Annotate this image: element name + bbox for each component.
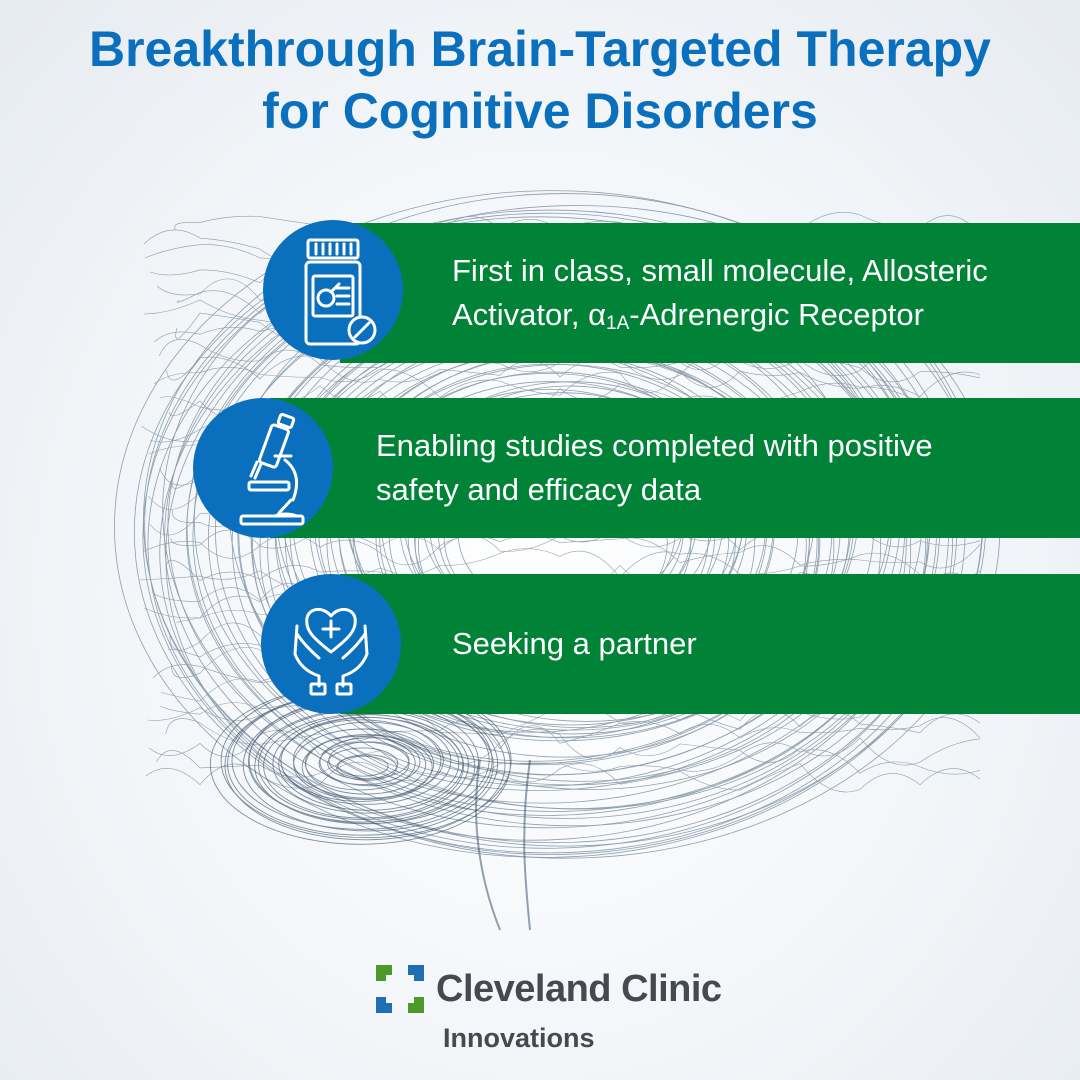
feature-band-1: First in class, small molecule, Alloster… (340, 223, 1080, 363)
cleveland-clinic-logo-icon (376, 965, 424, 1013)
feature-3-line-1: Seeking a partner (452, 626, 697, 661)
brand-subtitle: Innovations (443, 1023, 595, 1053)
title-line-2: for Cognitive Disorders (262, 83, 818, 139)
feature-1-line-2: Activator, α1A-Adrenergic Receptor (452, 297, 924, 334)
feature-text-3: Seeking a partner (452, 622, 697, 666)
feature-2-line-2: safety and efficacy data (376, 472, 702, 507)
feature-band-3: Seeking a partner (340, 574, 1080, 714)
feature-2-line-1: Enabling studies completed with positive (376, 428, 933, 463)
feature-band-2: Enabling studies completed with positive… (270, 398, 1080, 538)
page-title: Breakthrough Brain-Targeted Therapy for … (0, 18, 1080, 142)
feature-1-line-1: First in class, small molecule, Alloster… (452, 253, 988, 288)
medicine-bottle-icon (263, 220, 403, 360)
title-line-1: Breakthrough Brain-Targeted Therapy (88, 21, 991, 77)
feature-text-2: Enabling studies completed with positive… (376, 424, 933, 512)
microscope-icon (193, 398, 333, 538)
hands-heart-icon (261, 574, 401, 714)
brand-name: Cleveland Clinic (436, 968, 722, 1010)
feature-text-1: First in class, small molecule, Alloster… (452, 249, 988, 337)
